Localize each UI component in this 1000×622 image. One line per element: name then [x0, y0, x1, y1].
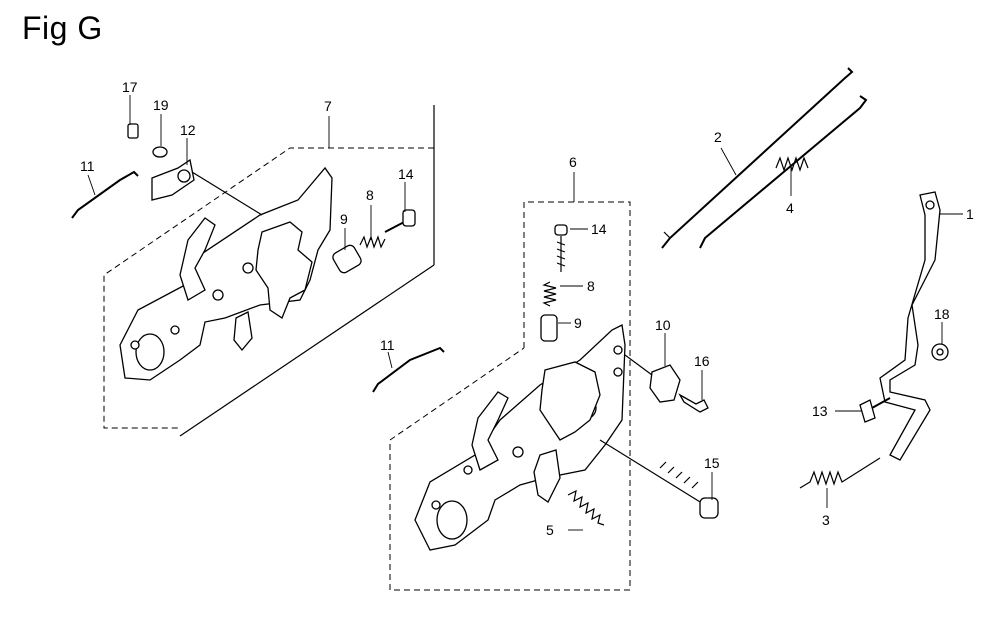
callout-1: 1 — [966, 206, 974, 222]
block-10-axis — [624, 354, 653, 376]
bolt-14-center-head — [554, 224, 568, 236]
callout-7: 7 — [324, 98, 332, 114]
collar-9-center — [540, 314, 558, 342]
callout-4: 4 — [786, 200, 794, 216]
control-bracket-left — [255, 221, 313, 319]
callout-12: 12 — [180, 122, 196, 138]
link-rod-11-left — [71, 170, 139, 219]
right-parts-group — [661, 67, 949, 489]
lever-1 — [879, 191, 941, 461]
callout-8a: 8 — [366, 187, 374, 203]
callout-5: 5 — [546, 522, 554, 538]
center-assembly-group — [372, 201, 719, 591]
governor-lever-left — [179, 217, 216, 301]
plate-bolt-hole-center-5 — [613, 367, 623, 377]
spring-5 — [567, 489, 605, 526]
callout-15: 15 — [704, 455, 720, 471]
plate-hole-center — [436, 500, 468, 540]
spring-8-left — [359, 235, 386, 249]
rod-2-hook — [663, 231, 671, 239]
plate-bolt-hole-1 — [130, 340, 140, 350]
plate-bolt-hole-2 — [170, 325, 180, 335]
callout-8b: 8 — [587, 278, 595, 294]
callout-14a: 14 — [398, 166, 414, 182]
callout-16: 16 — [694, 353, 710, 369]
nut-18-inner — [936, 348, 944, 356]
callout-10: 10 — [655, 317, 671, 333]
plate-hole-left — [135, 333, 165, 371]
bolt-13-shank — [871, 397, 891, 409]
rod-4 — [699, 95, 868, 249]
plate-bolt-hole-4 — [242, 262, 254, 274]
assembly-7-frame — [103, 147, 434, 429]
spring-4 — [775, 156, 809, 172]
rod-2 — [661, 67, 854, 249]
left-assembly-group — [71, 105, 435, 437]
callout-6: 6 — [569, 154, 577, 170]
bolt-15-head — [699, 497, 719, 519]
link-rod-11-center — [372, 346, 445, 393]
callout-9b: 9 — [574, 315, 582, 331]
callout-17: 17 — [122, 79, 138, 95]
callout-11b: 11 — [380, 337, 395, 353]
governor-lever-center — [471, 391, 509, 471]
leader-2 — [720, 147, 737, 176]
plate-bolt-hole-3 — [212, 289, 224, 301]
callout-9a: 9 — [340, 211, 348, 227]
lever-tab-left — [233, 311, 253, 352]
bracket-12-axis — [191, 171, 263, 216]
leader-11b — [387, 351, 393, 369]
washer-19 — [152, 146, 168, 158]
screw-16 — [678, 393, 709, 413]
control-bracket-center — [539, 361, 601, 441]
callout-13: 13 — [812, 403, 828, 419]
screw-17 — [127, 123, 139, 139]
bracket-12-hole — [177, 169, 191, 183]
figure-title: Fig G — [22, 10, 103, 46]
plate-bolt-hole-center-3 — [512, 446, 524, 458]
lever-1-hole — [925, 200, 935, 210]
leader-11a — [87, 174, 96, 196]
callout-3: 3 — [822, 512, 830, 528]
bolt-14-center-shank — [556, 236, 566, 272]
callout-19: 19 — [153, 97, 169, 113]
assembly-6-frame-diagonal — [389, 347, 525, 441]
bolt-15-shank — [599, 439, 706, 506]
assembly-7-frame-bottom — [179, 264, 435, 437]
plate-bolt-hole-center-2 — [463, 465, 473, 475]
leader-lines — [87, 95, 963, 531]
block-10 — [649, 364, 681, 403]
bolt-13 — [859, 399, 876, 423]
spring-8-center — [542, 281, 557, 307]
collar-9-left — [332, 244, 362, 274]
callout-11a: 11 — [80, 158, 95, 174]
bolt-14-left-head — [402, 209, 416, 227]
assembly-6-frame — [389, 201, 631, 591]
plate-bolt-hole-center-1 — [431, 500, 441, 510]
callout-numbers: 1 2 3 4 5 6 7 8 8 9 9 10 11 11 12 13 14 … — [80, 79, 974, 538]
plate-bolt-hole-center-4 — [613, 345, 623, 355]
callout-2: 2 — [714, 129, 722, 145]
callout-14b: 14 — [591, 221, 607, 237]
callout-18: 18 — [934, 306, 950, 322]
spring-3 — [799, 457, 881, 489]
lever-tab-center — [533, 449, 561, 503]
